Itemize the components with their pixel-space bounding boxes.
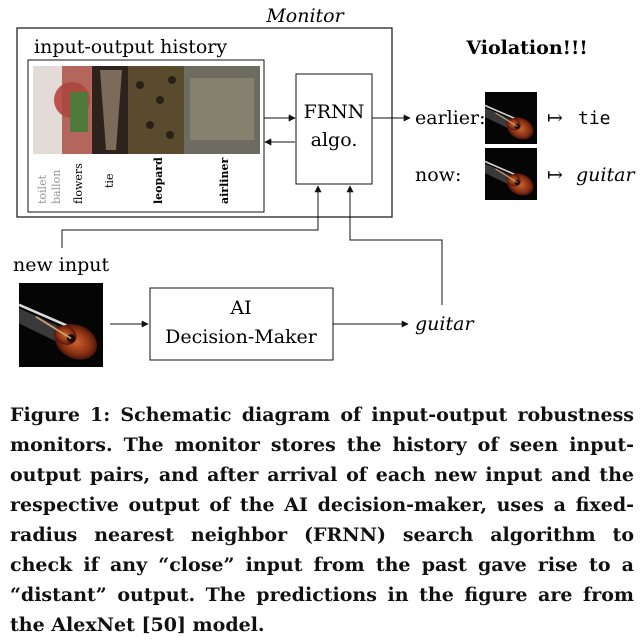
- history-box: [27, 59, 265, 213]
- history-label-leopard: leopard: [152, 157, 165, 204]
- ai-line2: Decision-Maker: [165, 326, 318, 348]
- diagram: Monitor input-output history toilet ball…: [13, 5, 636, 400]
- ai-line1: AI: [229, 297, 251, 319]
- history-images: [33, 66, 260, 208]
- earlier-mapsto-arrow: ↦: [547, 107, 563, 129]
- history-image-flowers-leaf: [70, 92, 88, 132]
- frnn-line2: algo.: [311, 129, 358, 151]
- monitor-title: Monitor: [265, 5, 345, 27]
- now-output: guitar: [576, 164, 636, 186]
- figure-caption: Figure 1: Schematic diagram of input-out…: [10, 404, 634, 636]
- ai-output: guitar: [415, 313, 475, 335]
- arrow-output-to-frnn: [346, 185, 443, 305]
- now-label: now:: [415, 164, 461, 186]
- history-image-tie-shape: [100, 70, 122, 150]
- history-label: input-output history: [34, 36, 227, 58]
- history-label-flowers: flowers: [72, 163, 85, 204]
- history-label-tie: tie: [103, 174, 116, 188]
- arrow-new-input-to-frnn: [61, 185, 322, 248]
- history-label-ballon: ballon: [50, 170, 63, 204]
- earlier-label: earlier:: [415, 107, 486, 129]
- monitor-box: [16, 27, 393, 218]
- earlier-output: tie: [578, 108, 611, 129]
- earlier-guitar-image: [485, 92, 537, 144]
- frnn-box: [295, 73, 373, 185]
- now-mapsto-arrow: ↦: [547, 164, 563, 186]
- now-guitar-image: [485, 148, 537, 200]
- new-input-label: new input: [13, 254, 109, 276]
- new-input-guitar-image: [19, 283, 103, 367]
- history-image-airliner-shape: [190, 78, 254, 140]
- violation-title: Violation!!!: [465, 37, 587, 59]
- frnn-line1: FRNN: [304, 101, 365, 123]
- history-label-airliner: airliner: [218, 158, 231, 204]
- history-label-toilet: toilet: [36, 174, 49, 204]
